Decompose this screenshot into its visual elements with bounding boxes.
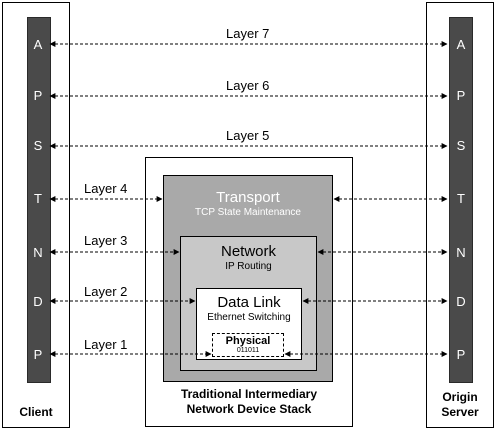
label-layer-6: Layer 6 bbox=[226, 78, 270, 93]
label-layer-1: Layer 1 bbox=[84, 337, 128, 352]
label-layer-3: Layer 3 bbox=[84, 233, 128, 248]
server-label: Origin Server bbox=[441, 390, 479, 419]
label-layer-4: Layer 4 bbox=[84, 181, 128, 196]
network-subtitle: IP Routing bbox=[225, 261, 272, 272]
label-layer-5: Layer 5 bbox=[226, 128, 270, 143]
server-layer-s: S bbox=[456, 138, 466, 153]
label-layer-2: Layer 2 bbox=[84, 284, 128, 299]
label-layer-7: Layer 7 bbox=[226, 26, 270, 41]
physical-box: Physical 011011 bbox=[212, 333, 284, 357]
device-caption: Traditional Intermediary Network Device … bbox=[180, 387, 318, 416]
client-layer-s: S bbox=[33, 138, 43, 153]
datalink-title: Data Link bbox=[217, 294, 281, 311]
server-stack-bar bbox=[449, 17, 473, 383]
client-layer-n: N bbox=[33, 245, 43, 260]
server-layer-p-presentation: P bbox=[456, 88, 466, 103]
transport-title: Transport bbox=[216, 189, 280, 206]
client-stack-bar bbox=[27, 17, 51, 383]
server-panel: Origin Server bbox=[426, 2, 494, 428]
server-layer-d: D bbox=[456, 294, 466, 309]
physical-title: Physical bbox=[225, 335, 271, 347]
network-title: Network bbox=[220, 243, 276, 260]
client-layer-a: A bbox=[33, 37, 43, 52]
server-layer-n: N bbox=[456, 245, 466, 260]
server-layer-a: A bbox=[456, 37, 466, 52]
datalink-subtitle: Ethernet Switching bbox=[207, 312, 291, 323]
client-layer-d: D bbox=[33, 294, 43, 309]
client-layer-t: T bbox=[34, 191, 42, 206]
client-layer-p-presentation: P bbox=[33, 88, 43, 103]
client-panel: Client bbox=[2, 2, 70, 428]
client-layer-p-physical: P bbox=[33, 347, 43, 362]
server-layer-p-physical: P bbox=[456, 347, 466, 362]
client-label: Client bbox=[19, 405, 53, 419]
physical-bits: 011011 bbox=[236, 347, 260, 354]
transport-subtitle: TCP State Maintenance bbox=[195, 207, 301, 218]
server-layer-t: T bbox=[457, 191, 465, 206]
